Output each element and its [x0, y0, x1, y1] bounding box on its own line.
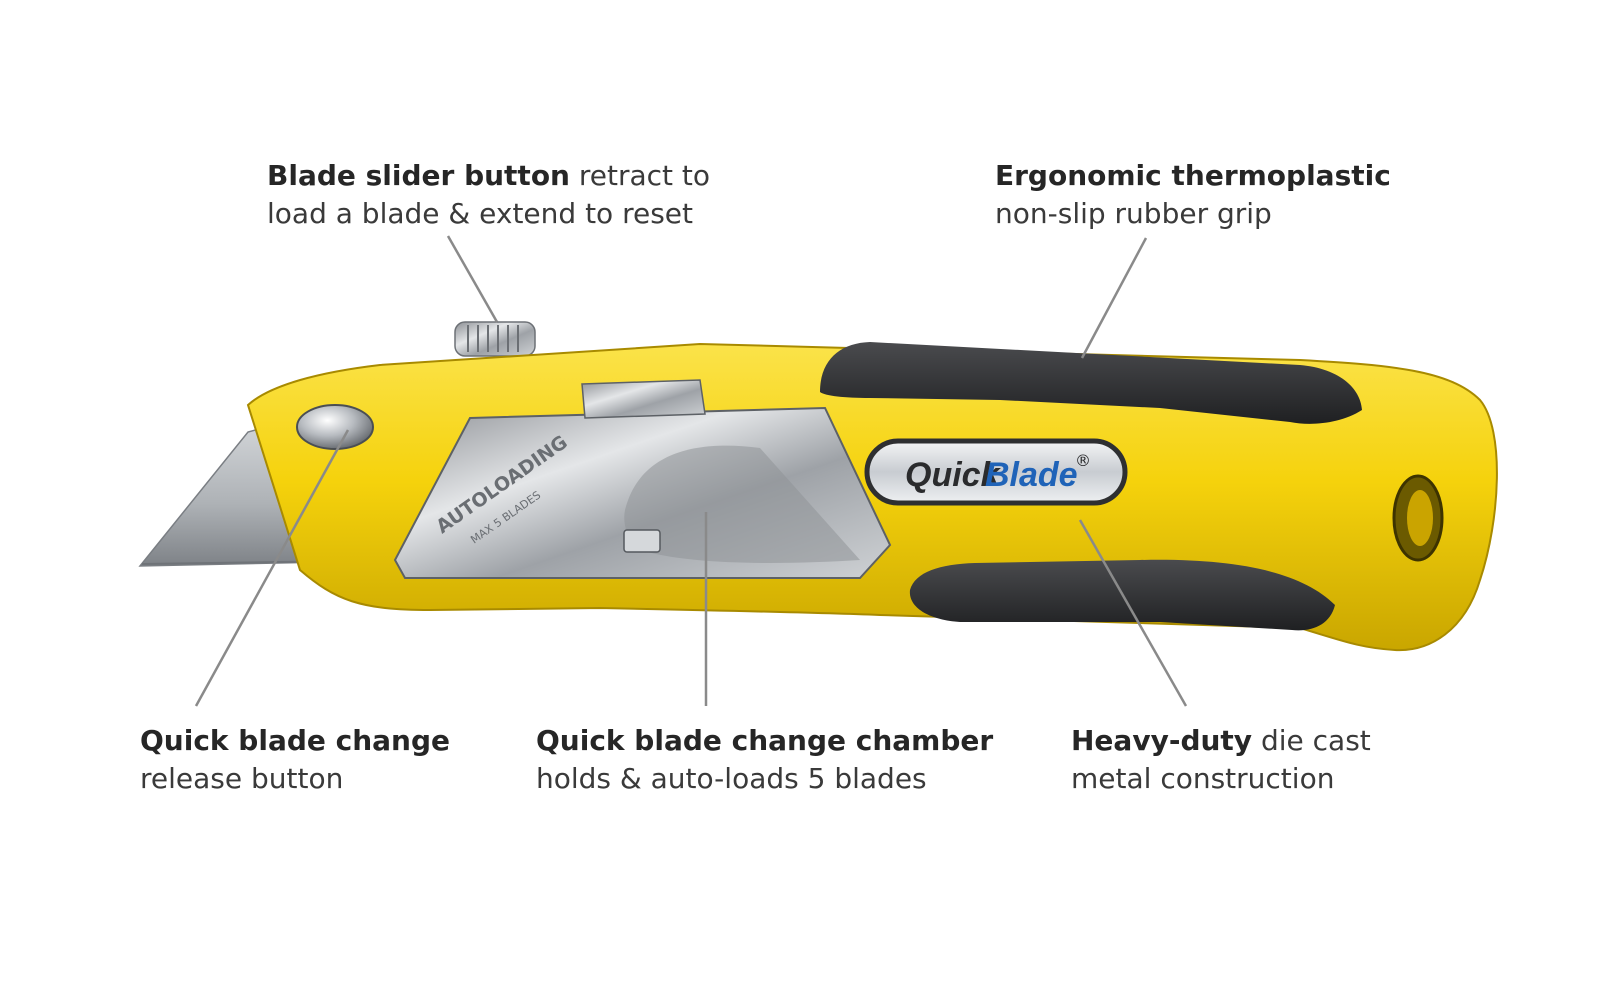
callout-release-button: Quick blade change release button: [140, 722, 450, 798]
callout-chamber-title: Quick blade change chamber: [536, 724, 994, 757]
brand-logo-blade: Blade: [985, 456, 1078, 494]
callout-grip-title: Ergonomic thermoplastic: [995, 159, 1391, 192]
rubber-grip-top: [820, 342, 1362, 424]
brand-badge: [864, 438, 1128, 506]
callout-die-cast-metal: Heavy-duty die cast metal construction: [1071, 722, 1371, 798]
registered-mark: ®: [1075, 451, 1091, 470]
callout-metal-rest: die cast: [1252, 724, 1371, 757]
callout-chamber-line2: holds & auto-loads 5 blades: [536, 762, 927, 795]
callout-ergonomic-grip: Ergonomic thermoplastic non-slip rubber …: [995, 157, 1391, 233]
callout-slider-rest: retract to: [569, 159, 711, 192]
callout-slider-line2: load a blade & extend to reset: [267, 197, 694, 230]
chamber-groove: [624, 445, 860, 563]
callout-blade-chamber: Quick blade change chamber holds & auto-…: [536, 722, 993, 798]
blade-slider-button: [454, 321, 536, 357]
callout-release-title: Quick blade change: [140, 724, 451, 757]
callout-blade-slider-button: Blade slider button retract to load a bl…: [267, 157, 710, 233]
chamber-latch: [623, 529, 661, 553]
callout-metal-line2: metal construction: [1071, 762, 1335, 795]
leader-release: [194, 429, 350, 707]
leader-slider: [446, 235, 499, 323]
leader-grip: [1080, 237, 1148, 359]
callout-release-line2: release button: [140, 762, 344, 795]
leader-metal: [1078, 519, 1188, 707]
callout-metal-title: Heavy-duty: [1071, 724, 1253, 757]
brand-logo-quick: Quick: [905, 456, 1002, 494]
chamber-tab: [581, 379, 706, 419]
leader-lines: [194, 235, 1188, 707]
callout-grip-line2: non-slip rubber grip: [995, 197, 1272, 230]
callout-slider-title: Blade slider button: [267, 159, 570, 192]
release-button: [296, 404, 374, 450]
